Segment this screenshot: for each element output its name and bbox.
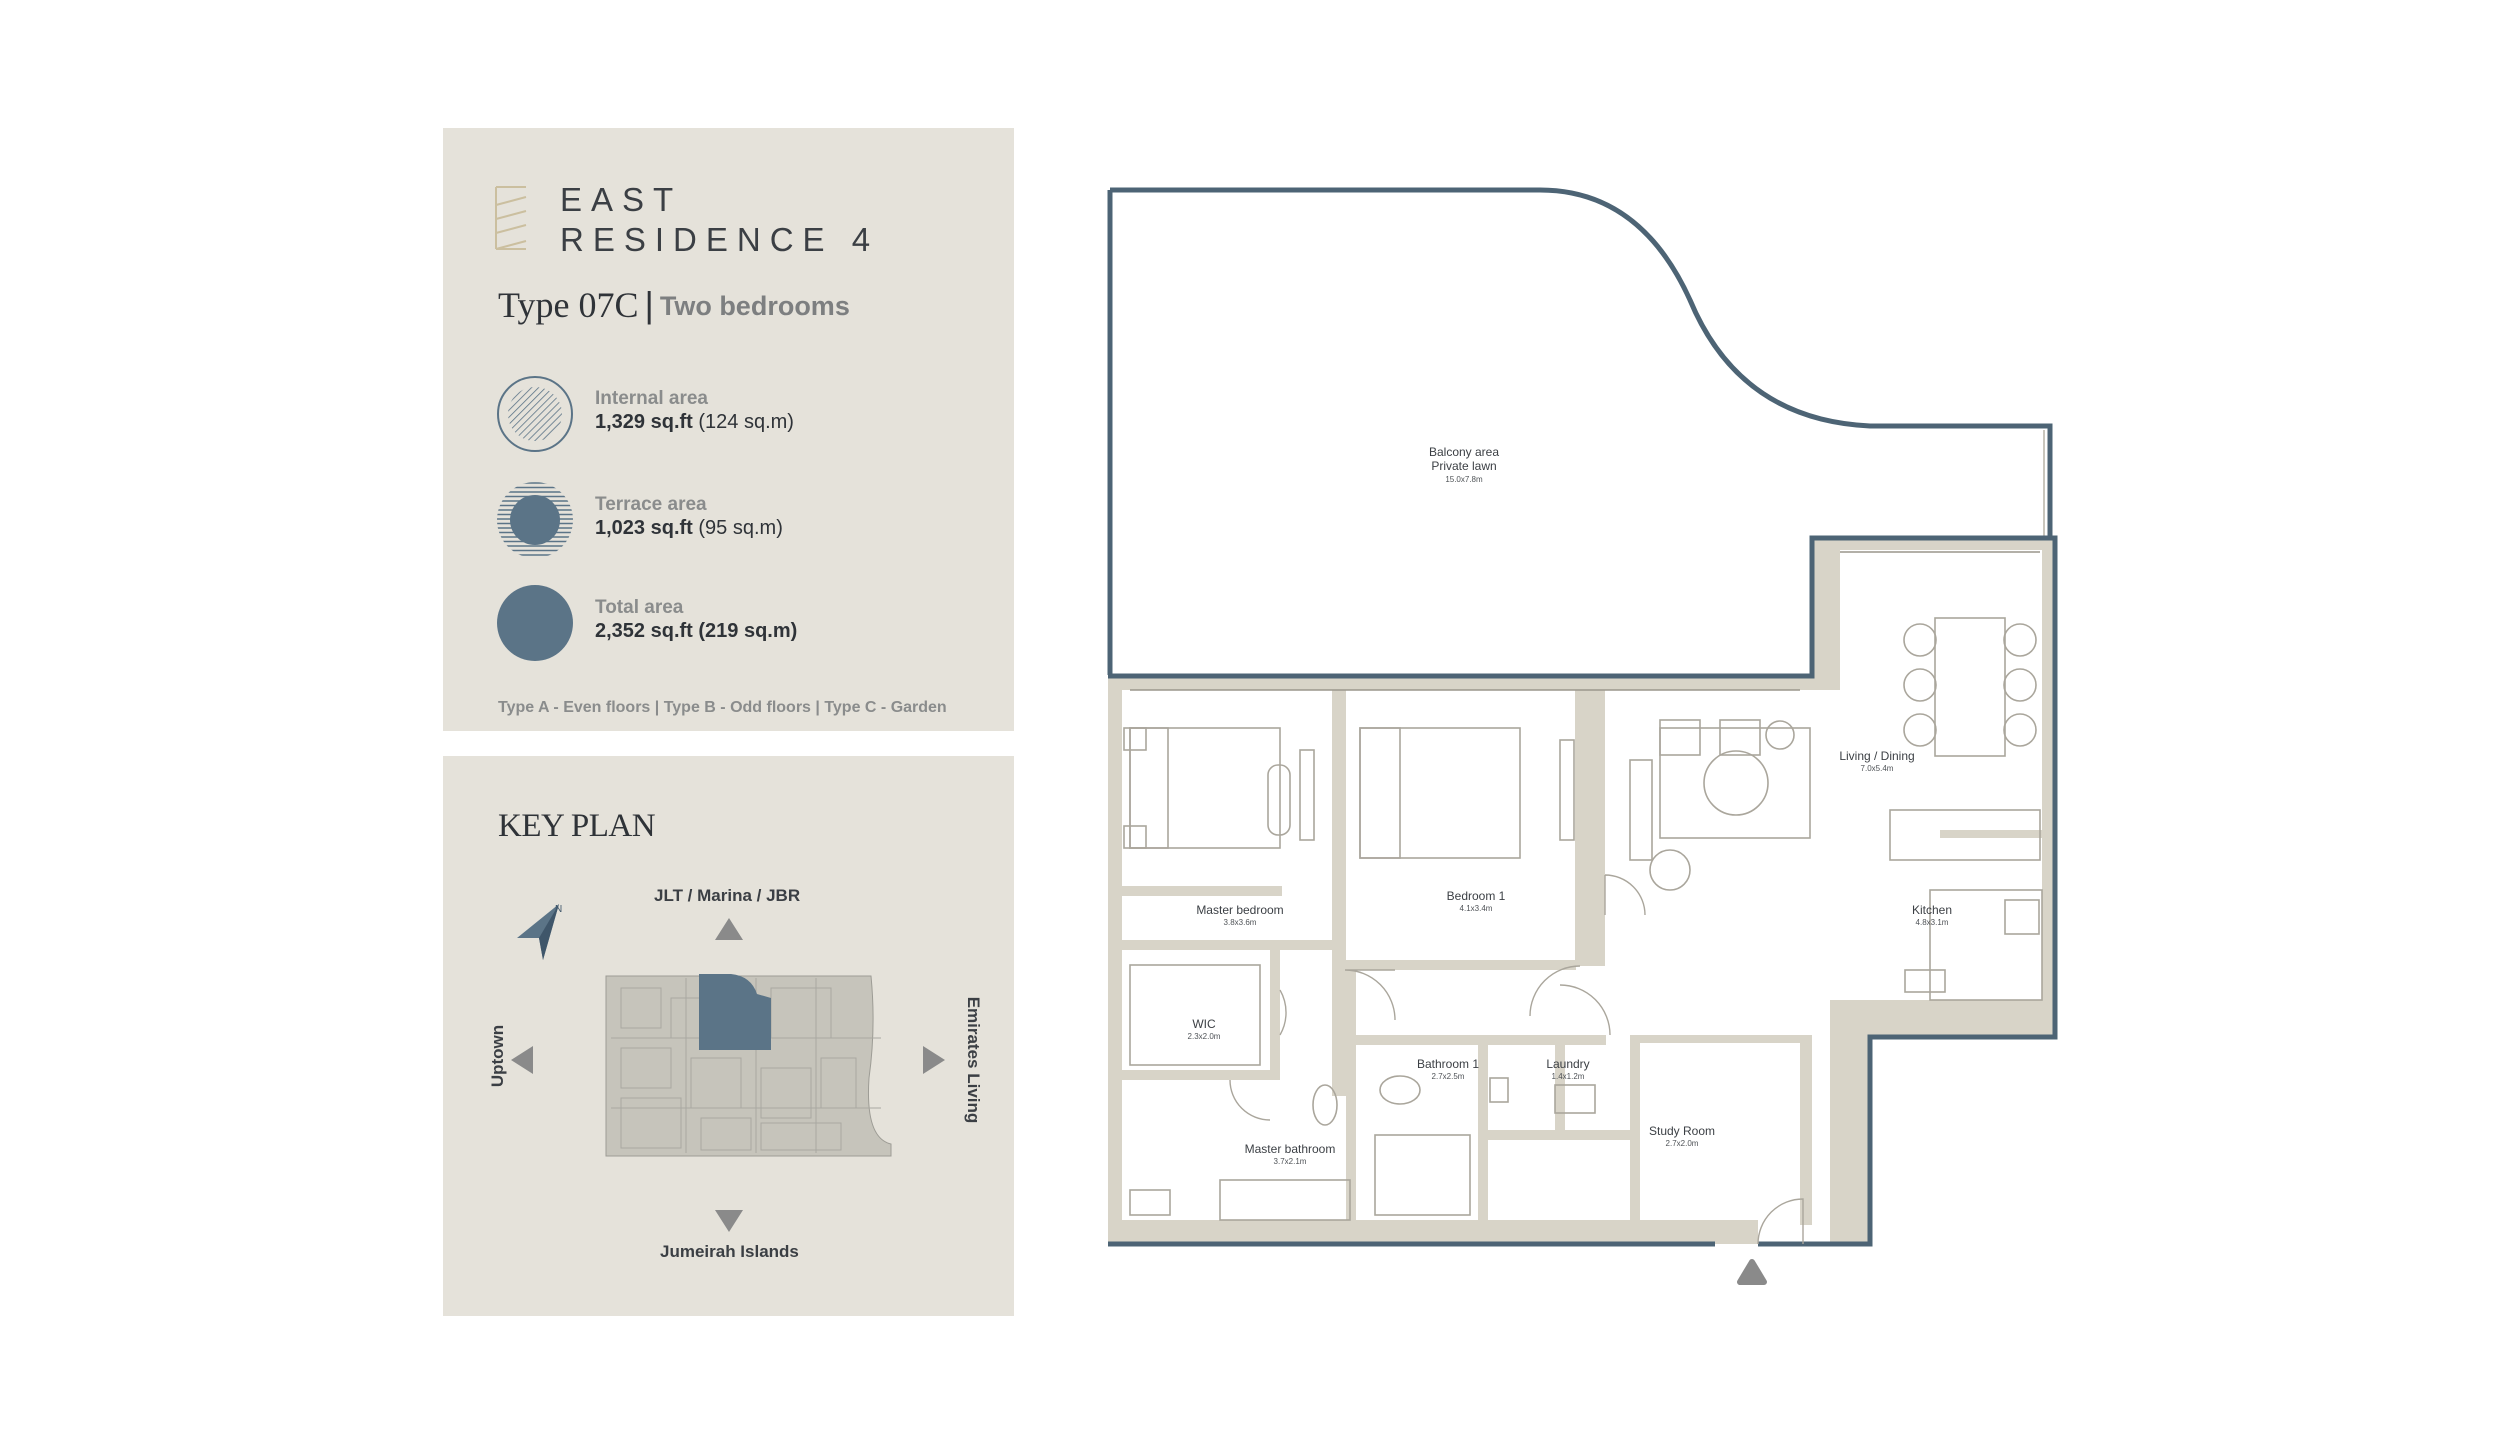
room-study-label: Study Room	[1649, 1124, 1715, 1138]
total-area-value: 2,352 sq.ft (219 sq.m)	[595, 620, 798, 642]
filled-circle-icon	[497, 585, 573, 661]
terrace-area-label: Terrace area	[595, 494, 707, 515]
floor-type-legend: Type A - Even floors | Type B - Odd floo…	[498, 699, 947, 716]
room-bedroom-1-dim: 4.1x3.4m	[1460, 904, 1493, 913]
room-kitchen-dim: 4.8x3.1m	[1916, 918, 1949, 927]
stacked-lines-logo-icon	[495, 186, 527, 250]
room-study-dim: 2.7x2.0m	[1666, 1139, 1699, 1148]
floor-plan: Balcony area Private lawn 15.0x7.8m Livi…	[1107, 187, 2058, 1285]
room-bedroom-1-label: Bedroom 1	[1447, 889, 1506, 903]
terrace-area-value: 1,023 sq.ft (95 sq.m)	[595, 517, 783, 539]
room-wic-label: WIC	[1192, 1017, 1216, 1031]
room-master-bathroom-label: Master bathroom	[1245, 1142, 1336, 1156]
total-area-text: Total area 2,352 sq.ft (219 sq.m)	[595, 597, 797, 643]
room-master-bedroom-label: Master bedroom	[1196, 903, 1283, 917]
unit-type-description: Two bedrooms	[659, 291, 850, 321]
direction-left-arrow	[511, 1046, 533, 1074]
room-bathroom-1-label: Bathroom 1	[1417, 1057, 1479, 1071]
room-master-bathroom-dim: 3.7x2.1m	[1274, 1157, 1307, 1166]
direction-top-label: JLT / Marina / JBR	[654, 886, 801, 905]
internal-area-label: Internal area	[595, 388, 708, 409]
room-living-label: Living / Dining	[1839, 749, 1914, 763]
direction-right-label: Emirates Living	[964, 996, 983, 1124]
internal-area-text: Internal area 1,329 sq.ft (124 sq.m)	[595, 388, 794, 434]
room-living-dim: 7.0x5.4m	[1861, 764, 1894, 773]
entrance-marker	[1737, 1259, 1767, 1285]
key-plan-panel: KEY PLAN N JLT / Marina / JBR Jumeirah I…	[443, 756, 1014, 1316]
furniture	[1123, 617, 2043, 1221]
unit-type-separator: |	[644, 284, 654, 325]
north-arrow-icon: N	[517, 904, 562, 960]
balcony-outline	[1110, 187, 2053, 540]
internal-area-value: 1,329 sq.ft (124 sq.m)	[595, 411, 794, 433]
unit-type-code: Type 07C	[498, 285, 639, 325]
brand-title: EAST RESIDENCE 4	[560, 180, 879, 260]
room-balcony-label: Balcony area	[1429, 445, 1499, 459]
room-balcony-sub-label: Private lawn	[1431, 459, 1496, 473]
hatched-circle-icon	[497, 376, 573, 452]
room-master-bedroom-dim: 3.8x3.6m	[1224, 918, 1257, 927]
total-area-label: Total area	[595, 597, 684, 618]
room-wic-dim: 2.3x2.0m	[1188, 1032, 1221, 1041]
walls	[1108, 540, 2055, 1244]
room-kitchen-label: Kitchen	[1912, 903, 1952, 917]
striped-filled-circle-icon	[497, 482, 573, 556]
direction-left-label: Uptown	[488, 1024, 507, 1088]
room-laundry-label: Laundry	[1546, 1057, 1589, 1071]
brand-line-2: RESIDENCE 4	[560, 221, 880, 258]
room-labels: Balcony area Private lawn 15.0x7.8m Livi…	[1188, 445, 1952, 1166]
key-plan-title: KEY PLAN	[498, 808, 656, 844]
room-bathroom-1-dim: 2.7x2.5m	[1432, 1072, 1465, 1081]
direction-right-arrow	[923, 1046, 945, 1074]
room-laundry-dim: 1.4x1.2m	[1552, 1072, 1585, 1081]
room-balcony-dim: 15.0x7.8m	[1445, 475, 1483, 484]
doors	[1229, 874, 1804, 1245]
direction-top-arrow	[715, 918, 743, 940]
north-letter: N	[555, 904, 562, 915]
brand-line-1: EAST	[560, 181, 683, 218]
direction-bottom-label: Jumeirah Islands	[660, 1242, 799, 1261]
unit-type-line: Type 07C|Two bedrooms	[498, 284, 850, 326]
apartment-outline	[1108, 535, 2058, 1247]
key-plan-map	[605, 974, 892, 1157]
direction-bottom-arrow	[715, 1210, 743, 1232]
info-panel: EAST RESIDENCE 4 Type 07C|Two bedrooms I…	[443, 128, 1014, 731]
terrace-area-text: Terrace area 1,023 sq.ft (95 sq.m)	[595, 494, 783, 540]
